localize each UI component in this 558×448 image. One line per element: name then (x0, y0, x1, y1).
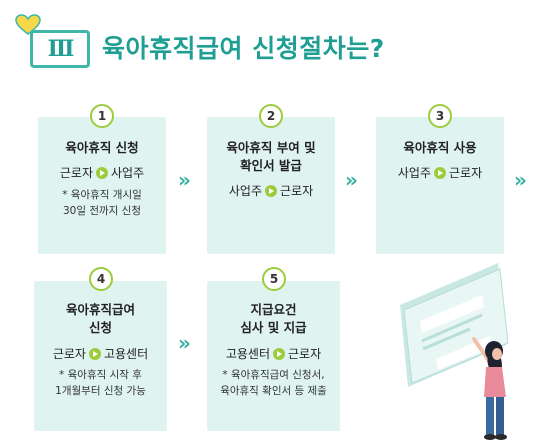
step-title-line: 육아휴직 부여 및 (226, 140, 316, 155)
flow-to: 근로자 (288, 347, 322, 361)
play-arrow-icon (434, 167, 446, 179)
step-flow: 고용센터 근로자 (226, 346, 321, 362)
heart-icon (15, 14, 41, 35)
double-chevron-icon: » (178, 168, 191, 192)
play-arrow-icon (88, 348, 101, 360)
step-card-4: 육아휴직급여 신청 근로자 고용센터 * 육아휴직 시작 후 1개월부터 신청 … (34, 281, 167, 431)
step-number-badge: 3 (428, 104, 452, 128)
step-note: 30일 전까지 신청 (63, 205, 141, 217)
flow-from: 근로자 (52, 347, 86, 361)
step-flow: 근로자 고용센터 (53, 346, 148, 362)
step-card-5: 지급요건 심사 및 지급 고용센터 근로자 * 육아휴직급여 신청서, 육아휴직… (207, 281, 340, 431)
step-card-3: 육아휴직 사용 사업주 근로자 (376, 117, 504, 254)
step-title: 육아휴직 사용 (403, 140, 477, 155)
flow-from: 고용센터 (225, 347, 271, 361)
flow-from: 사업주 (228, 184, 262, 198)
step-flow: 근로자 사업주 (60, 165, 144, 181)
step-note: * 육아휴직급여 신청서, (222, 369, 325, 381)
step-note: 육아휴직 확인서 등 제출 (220, 385, 327, 397)
flow-to: 사업주 (111, 166, 145, 180)
flow-from: 사업주 (397, 166, 431, 180)
play-arrow-icon (265, 185, 277, 197)
step-title-line: 육아휴직급여 (65, 302, 135, 317)
page-title: 육아휴직급여 신청절차는? (102, 34, 385, 63)
step-card-1: 육아휴직 신청 근로자 사업주 * 육아휴직 개시일 30일 전까지 신청 (38, 117, 166, 254)
presentation-board-illustration (400, 263, 509, 440)
section-numeral-badge: Ⅲ (30, 30, 90, 68)
play-arrow-icon (96, 167, 108, 179)
flow-from: 근로자 (59, 166, 93, 180)
step-title-line: 지급요건 (250, 302, 297, 317)
step-title-line: 신청 (88, 320, 112, 335)
flow-to: 고용센터 (103, 347, 149, 361)
step-number-badge: 1 (90, 104, 114, 128)
step-number-badge: 5 (262, 267, 286, 291)
step-title-line: 확인서 발급 (240, 158, 302, 173)
step-number-badge: 4 (89, 267, 113, 291)
step-flow: 사업주 근로자 (229, 183, 313, 199)
step-flow: 사업주 근로자 (398, 165, 482, 181)
flow-to: 근로자 (280, 184, 314, 198)
step-card-2: 육아휴직 부여 및 확인서 발급 사업주 근로자 (207, 117, 335, 254)
step-note: * 육아휴직 개시일 (62, 189, 142, 201)
step-note: 1개월부터 신청 가능 (55, 385, 146, 397)
step-title-line: 심사 및 지급 (240, 320, 307, 335)
double-chevron-icon: » (178, 331, 191, 355)
step-note: * 육아휴직 시작 후 (59, 369, 142, 381)
person-figure (472, 337, 507, 440)
step-title: 육아휴직 신청 (65, 140, 139, 155)
double-chevron-icon: » (514, 168, 527, 192)
flow-to: 근로자 (449, 166, 483, 180)
step-number-badge: 2 (259, 104, 283, 128)
play-arrow-icon (273, 348, 286, 360)
double-chevron-icon: » (345, 168, 358, 192)
